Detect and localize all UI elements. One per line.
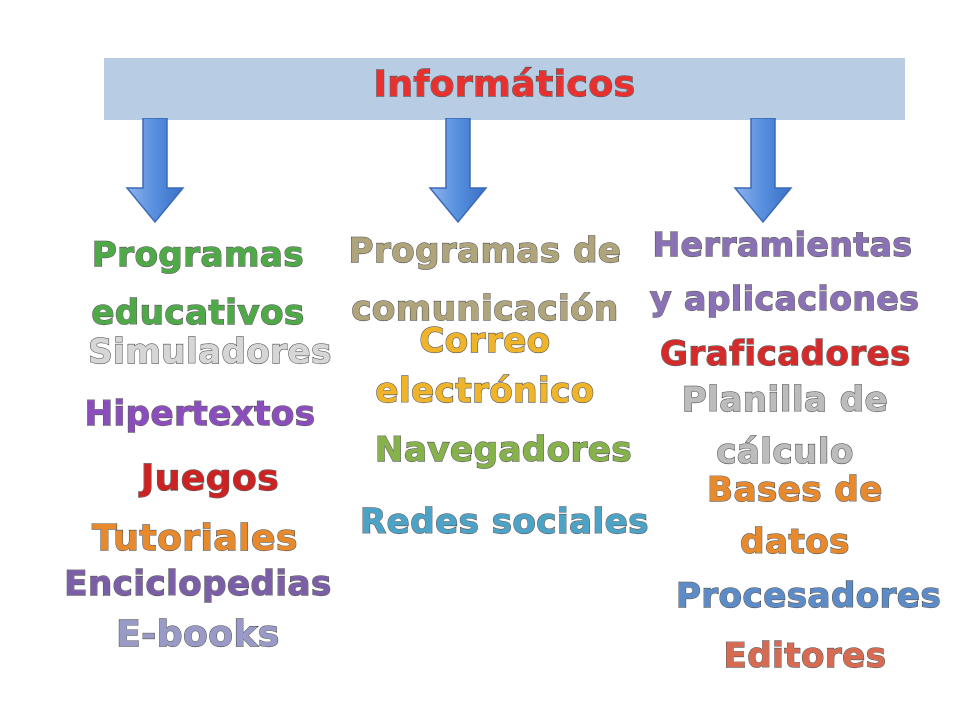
item-procesadores: Procesadores	[675, 575, 942, 616]
heading-programas-educativos: Programas educativos	[91, 234, 305, 333]
header-title: Informáticos	[373, 63, 636, 105]
item-juegos: Juegos	[140, 457, 280, 499]
header-banner: Informáticos	[104, 58, 905, 120]
item-correo-electronico: Correo electrónico	[375, 320, 595, 411]
item-planilla-de-calculo: Planilla de cálculo	[681, 379, 889, 472]
item-editores: Editores	[723, 635, 887, 676]
arrow-down-icon-center	[428, 118, 488, 224]
item-e-books: E-books	[116, 613, 280, 655]
item-redes-sociales: Redes sociales	[359, 501, 650, 542]
item-tutoriales: Tutoriales	[92, 517, 298, 559]
arrow-down-icon-left	[125, 118, 185, 224]
item-graficadores: Graficadores	[659, 333, 911, 374]
heading-programas-de-comunicacion: Programas de comunicación	[348, 230, 622, 329]
item-enciclopedias: Enciclopedias	[64, 563, 332, 604]
arrow-down-icon-right	[733, 118, 793, 224]
item-bases-de-datos: Bases de datos	[707, 469, 883, 562]
item-hipertextos: Hipertextos	[84, 393, 316, 434]
heading-herramientas-y-aplicaciones: Herramientas y aplicaciones	[649, 224, 920, 318]
item-navegadores: Navegadores	[374, 429, 633, 470]
item-simuladores: Simuladores	[88, 331, 332, 372]
